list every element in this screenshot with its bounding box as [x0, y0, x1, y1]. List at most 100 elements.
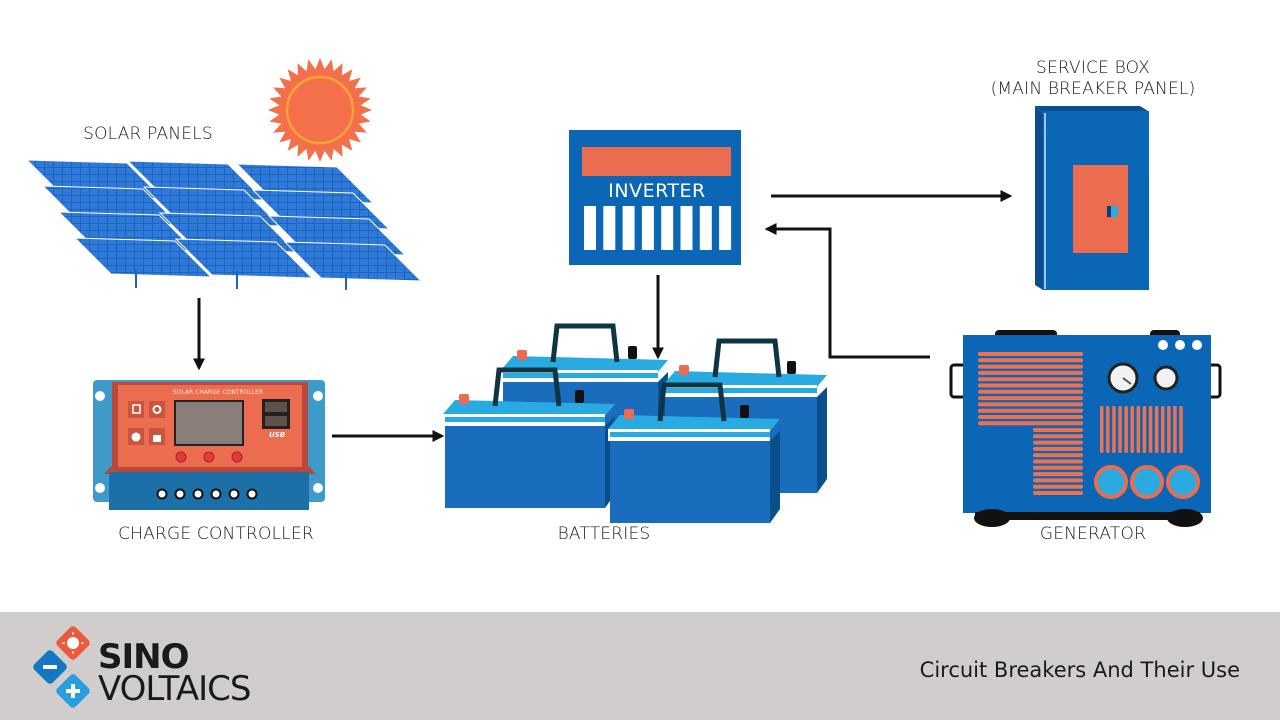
- battery-lid: [443, 400, 615, 416]
- sun-icon: [268, 58, 372, 162]
- generator-vent-horizontal: [978, 421, 1083, 426]
- inverter-vent: [641, 206, 654, 250]
- battery-lid-stripe: [503, 373, 658, 378]
- brand-name-line2: VOLTAICS: [98, 669, 251, 709]
- generator-vent-horizontal: [1033, 465, 1083, 470]
- terminal-screw: [246, 488, 258, 500]
- generator-vent-horizontal: [1033, 446, 1083, 451]
- panel-post: [345, 272, 347, 290]
- solar-system-diagram: [25, 58, 1222, 527]
- service-box-illustration: [1035, 106, 1149, 290]
- brand-name-line1: SINO: [98, 637, 189, 677]
- generator-vent-vertical: [1118, 406, 1122, 453]
- battery-lid-stripe: [610, 432, 770, 437]
- negative-terminal: [575, 390, 584, 403]
- generator-vent-horizontal: [1033, 472, 1083, 477]
- generator-vent-horizontal: [1033, 459, 1083, 464]
- battery-side: [817, 387, 827, 493]
- generator-vent-vertical: [1136, 406, 1141, 453]
- generator-vent-horizontal: [978, 377, 1083, 382]
- generator-label: GENERATOR: [1039, 524, 1147, 544]
- battery-handle: [550, 323, 620, 363]
- generator-vent-horizontal: [1033, 453, 1083, 458]
- sinovoltaics-logo-icon: [33, 626, 90, 708]
- inverter-vent: [699, 206, 712, 250]
- panel-post: [236, 271, 238, 289]
- generator-vent-horizontal: [978, 352, 1083, 356]
- generator-vent-horizontal: [1033, 428, 1083, 432]
- generator-vent-vertical: [1106, 406, 1110, 453]
- battery-side: [770, 431, 780, 523]
- footer-bar: SINO VOLTAICS Circuit Breakers And Their…: [0, 612, 1280, 720]
- battery-lid: [608, 415, 780, 431]
- terminal-screw: [210, 488, 222, 500]
- generator-vent-horizontal: [978, 415, 1083, 419]
- service-box-label: SERVICE BOX (MAIN BREAKER PANEL): [958, 58, 1228, 100]
- service-box-label-line1: SERVICE BOX: [1035, 58, 1151, 78]
- positive-terminal: [679, 365, 689, 375]
- generator-vent-horizontal: [978, 364, 1083, 369]
- solar-panel: [283, 241, 423, 282]
- positive-terminal: [459, 394, 469, 404]
- batteries-illustration: [443, 323, 827, 523]
- battery-handle: [712, 338, 782, 378]
- charge-controller-label: CHARGE CONTROLLER: [118, 524, 314, 544]
- footer-title: Circuit Breakers And Their Use: [919, 658, 1240, 682]
- negative-terminal: [787, 361, 796, 374]
- inverter-vent: [584, 206, 596, 250]
- terminal-screw: [192, 488, 204, 500]
- inverter-illustration: [569, 130, 741, 265]
- inverter-vent: [603, 206, 616, 250]
- generator-vent-horizontal: [978, 383, 1083, 388]
- positive-terminal: [517, 350, 527, 360]
- generator-illustration: [949, 330, 1222, 527]
- service-box-label-line2: (MAIN BREAKER PANEL): [990, 79, 1196, 99]
- generator-vent-horizontal: [1033, 434, 1083, 439]
- generator-vent-horizontal: [1033, 484, 1083, 489]
- charge-controller-illustration: [93, 380, 325, 510]
- generator-vent-vertical: [1161, 406, 1165, 453]
- terminal-screw: [156, 488, 168, 500]
- negative-terminal: [628, 346, 637, 359]
- battery-handle: [492, 367, 562, 407]
- terminal-screw: [228, 488, 240, 500]
- battery-body: [445, 426, 605, 508]
- generator-vent-vertical: [1167, 406, 1171, 453]
- usb-label: USB: [268, 431, 286, 439]
- generator-vent-horizontal: [1033, 478, 1083, 483]
- panel-post: [135, 270, 137, 288]
- generator-vent-horizontal: [978, 396, 1083, 401]
- generator-vent-horizontal: [978, 358, 1083, 363]
- negative-terminal: [740, 405, 749, 418]
- arrow-generator-to-inverter: [764, 223, 930, 359]
- charge-controller-device-text: SOLAR CHARGE CONTROLLER: [172, 389, 264, 396]
- generator-vent-vertical: [1142, 406, 1147, 453]
- solar-panel: [174, 238, 314, 279]
- generator-vent-horizontal: [1033, 440, 1083, 445]
- battery-lid-stripe: [445, 417, 605, 422]
- generator-vent-horizontal: [978, 370, 1083, 375]
- generator-vent-horizontal: [1033, 491, 1083, 495]
- inverter-device-label: INVERTER: [608, 180, 706, 202]
- generator-vent-vertical: [1130, 406, 1134, 453]
- inverter-vent: [622, 206, 635, 250]
- solar-panels-label: SOLAR PANELS: [83, 124, 213, 144]
- battery-handle: [657, 382, 727, 422]
- generator-vent-vertical: [1124, 406, 1128, 453]
- generator-vent-vertical: [1100, 406, 1104, 453]
- generator-vent-vertical: [1148, 406, 1153, 453]
- inverter-vent: [680, 206, 693, 250]
- terminal-screw: [174, 488, 186, 500]
- solar-panel: [73, 237, 213, 278]
- generator-vent-vertical: [1173, 406, 1177, 453]
- generator-vent-horizontal: [978, 402, 1083, 407]
- batteries-label: BATTERIES: [557, 524, 651, 544]
- battery-lid-stripe: [665, 388, 817, 393]
- positive-terminal: [624, 409, 634, 419]
- solar-panels-illustration: [25, 159, 423, 290]
- inverter-vent: [719, 206, 732, 250]
- generator-vent-vertical: [1154, 406, 1159, 453]
- battery-body: [610, 441, 770, 523]
- inverter-vent: [661, 206, 674, 250]
- generator-vent-vertical: [1112, 406, 1116, 453]
